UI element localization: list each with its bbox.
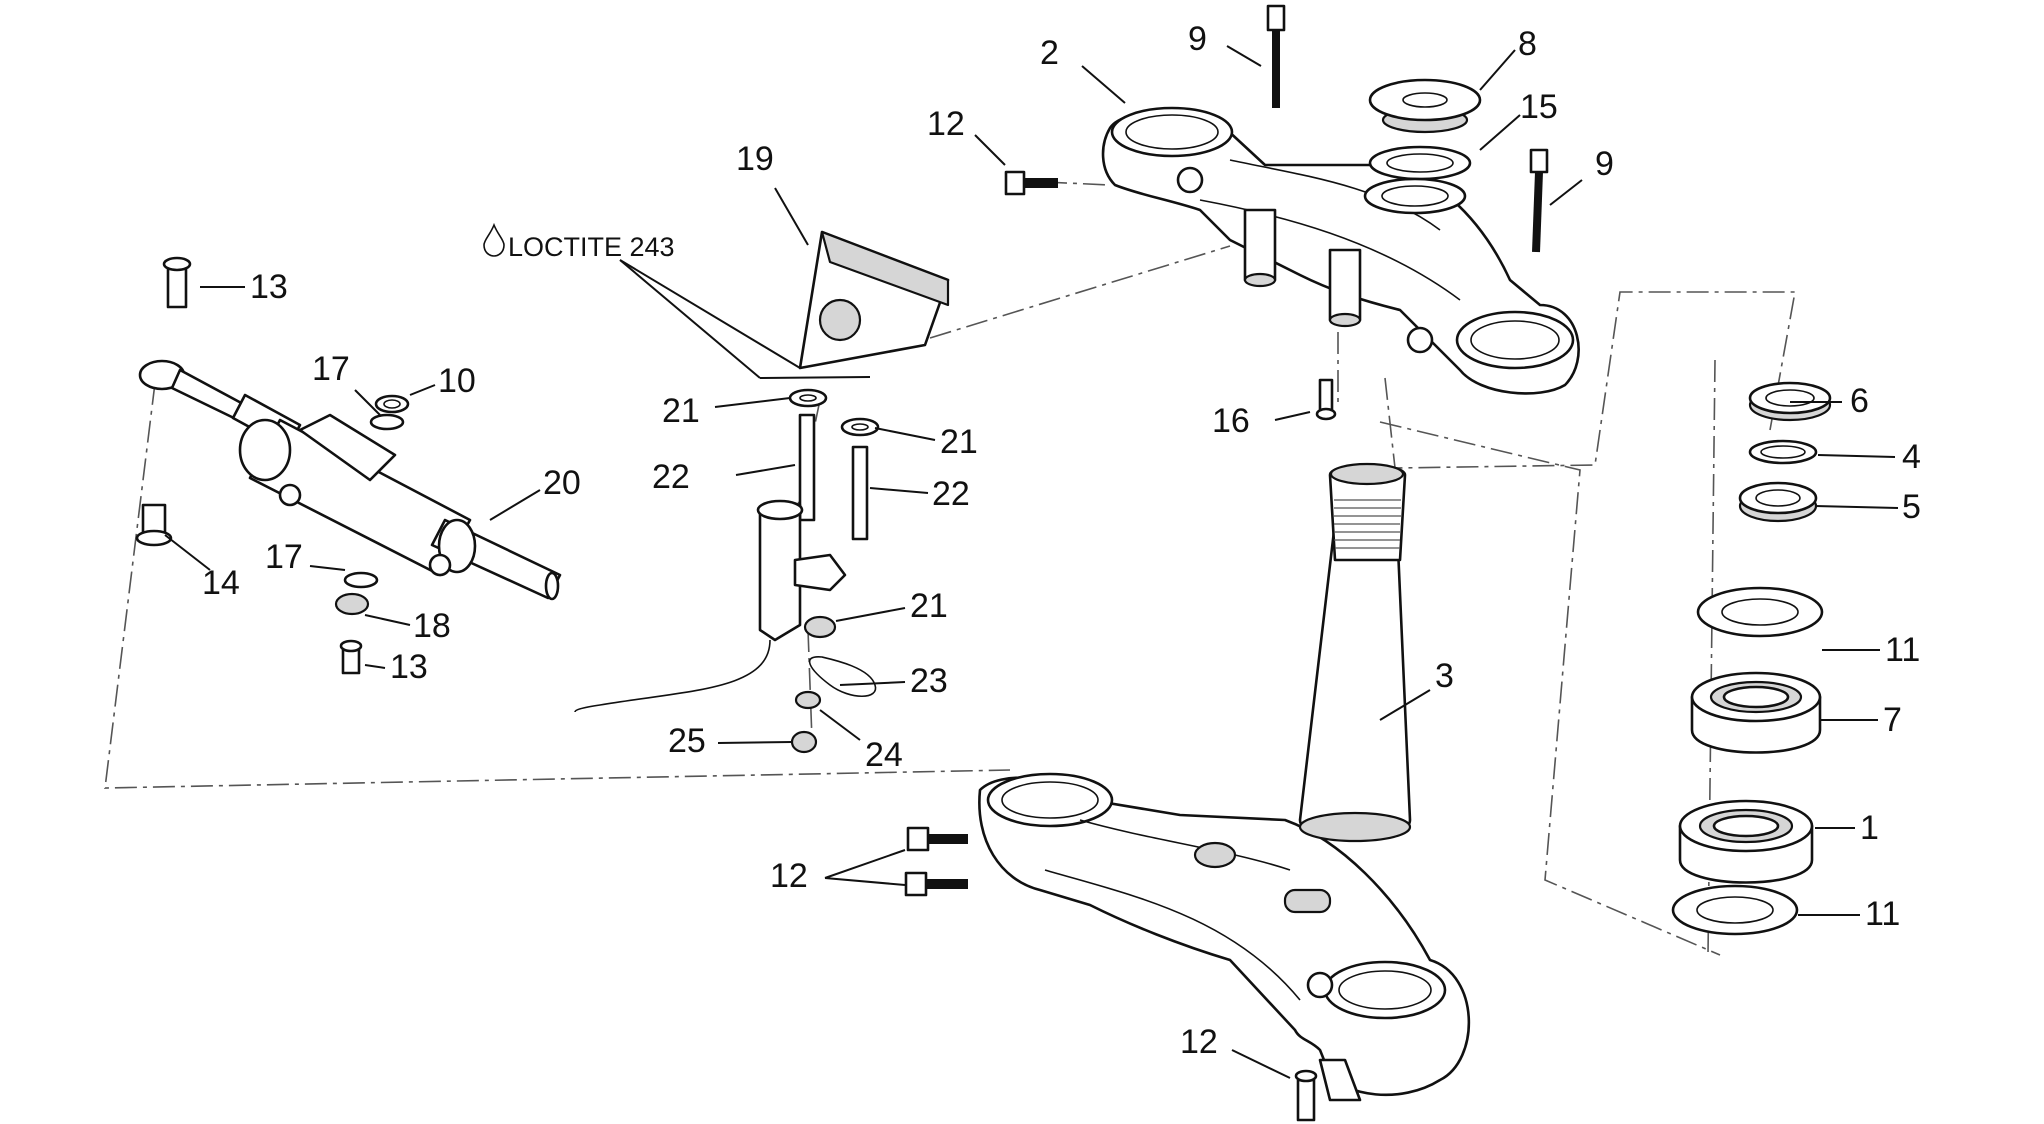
callout-23: 23 bbox=[910, 662, 948, 700]
callout-22-b: 22 bbox=[932, 475, 970, 513]
stud-sensor-parts bbox=[574, 388, 880, 754]
callout-12-lower-left: 12 bbox=[770, 857, 808, 895]
callout-12-bottom: 12 bbox=[1180, 1023, 1218, 1061]
callout-2: 2 bbox=[1040, 34, 1059, 72]
callout-21-b: 21 bbox=[940, 423, 978, 461]
bolt-12-top bbox=[1004, 170, 1058, 196]
dust-seal-11-top bbox=[1696, 586, 1824, 638]
callout-4: 4 bbox=[1902, 438, 1921, 476]
callout-1: 1 bbox=[1860, 809, 1879, 847]
callouts: 2 9 8 15 9 12 6 4 5 11 7 1 11 3 16 19 13… bbox=[202, 20, 1921, 1061]
upper-triple-clamp bbox=[1101, 106, 1580, 395]
callout-8: 8 bbox=[1518, 25, 1537, 63]
loctite-label: LOCTITE 243 bbox=[508, 232, 675, 262]
callout-11-bottom: 11 bbox=[1865, 895, 1900, 933]
callout-12-top: 12 bbox=[927, 105, 965, 143]
callout-15: 15 bbox=[1520, 88, 1558, 126]
lock-washer-4 bbox=[1748, 439, 1818, 465]
callout-16: 16 bbox=[1212, 402, 1250, 440]
steering-damper-20 bbox=[138, 359, 562, 601]
washer-15 bbox=[1363, 145, 1472, 215]
lower-clamp-bolts bbox=[904, 826, 1318, 1122]
bearing-1 bbox=[1678, 799, 1814, 884]
cap-8 bbox=[1368, 78, 1482, 134]
leader-lines bbox=[164, 45, 1899, 1079]
ring-nut-5 bbox=[1738, 481, 1818, 523]
callout-22-a: 22 bbox=[652, 458, 690, 496]
screw-16 bbox=[1315, 378, 1337, 421]
drop-icon bbox=[483, 222, 505, 257]
callout-21-c: 21 bbox=[910, 587, 948, 625]
callout-18: 18 bbox=[413, 607, 451, 645]
callout-24: 24 bbox=[865, 736, 903, 774]
callout-25: 25 bbox=[668, 722, 706, 760]
callout-13-top: 13 bbox=[250, 268, 288, 306]
callout-19: 19 bbox=[736, 140, 774, 178]
loctite-note: LOCTITE 243 bbox=[483, 222, 871, 379]
stem-thread bbox=[1334, 499, 1401, 549]
callout-5: 5 bbox=[1902, 488, 1921, 526]
callout-21-a: 21 bbox=[662, 392, 700, 430]
damper-small-parts bbox=[135, 256, 410, 675]
callout-10: 10 bbox=[438, 362, 476, 400]
bracket-19 bbox=[798, 230, 950, 370]
bolt-9-right bbox=[1529, 148, 1549, 253]
callout-13-bottom: 13 bbox=[390, 648, 428, 686]
dust-seal-11-bottom bbox=[1671, 884, 1799, 936]
callout-11-top: 11 bbox=[1885, 631, 1920, 669]
bearing-7 bbox=[1690, 671, 1822, 754]
steering-stem-lower-clamp bbox=[978, 462, 1471, 1102]
callout-17-top: 17 bbox=[312, 350, 350, 388]
callout-20: 20 bbox=[543, 464, 581, 502]
callout-3: 3 bbox=[1435, 657, 1454, 695]
callout-6: 6 bbox=[1850, 382, 1869, 420]
callout-17-bottom: 17 bbox=[265, 538, 303, 576]
bearing-stack bbox=[1671, 381, 1832, 936]
callout-9-top: 9 bbox=[1188, 20, 1207, 58]
ring-nut-6 bbox=[1748, 381, 1832, 422]
callout-7: 7 bbox=[1883, 701, 1902, 739]
callout-9-right: 9 bbox=[1595, 145, 1614, 183]
top-cap-parts bbox=[1004, 4, 1549, 421]
callout-14: 14 bbox=[202, 564, 240, 602]
bolt-9-top bbox=[1266, 4, 1286, 108]
